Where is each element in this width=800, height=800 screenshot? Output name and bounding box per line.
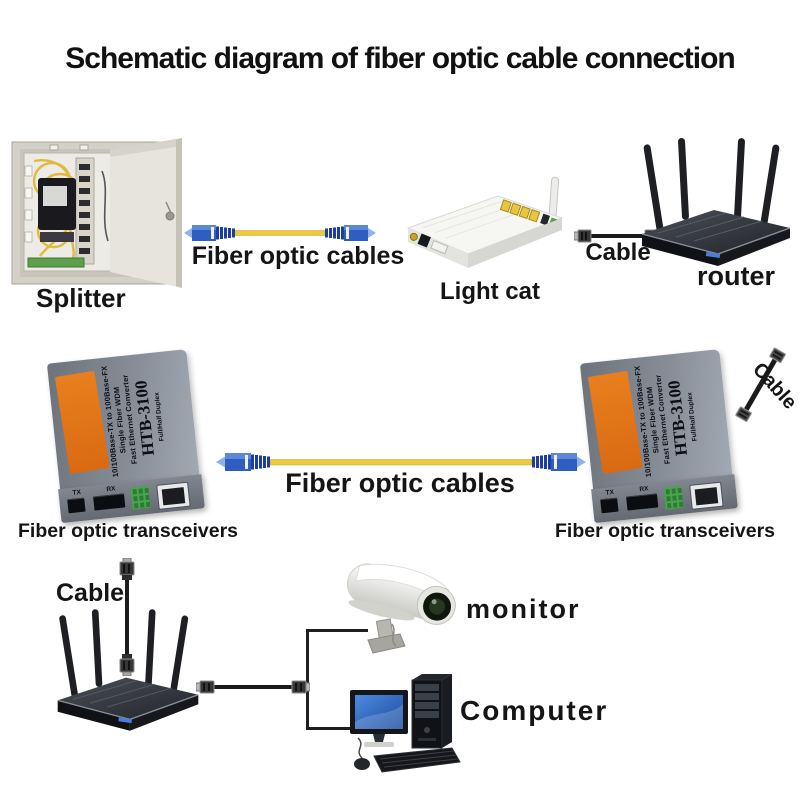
computer-label: Computer bbox=[460, 695, 609, 726]
fiber-port-rx bbox=[626, 493, 659, 511]
rj45-connector-icon bbox=[119, 654, 135, 676]
monitor-label: monitor bbox=[466, 594, 581, 624]
pc-keyboard bbox=[373, 747, 461, 773]
splitter-door bbox=[110, 138, 182, 288]
camera-bracket bbox=[367, 618, 406, 654]
antenna-icon bbox=[59, 609, 189, 699]
led-panel bbox=[663, 485, 684, 510]
fiber-transceiver-right-image: 10/100Base-TX to 100Base-FX Single Fiber… bbox=[579, 349, 738, 525]
led-panel bbox=[130, 485, 151, 510]
connection-line-vertical bbox=[306, 629, 309, 730]
cable-bottom-label: Cable bbox=[56, 579, 125, 607]
sc-connector-icon bbox=[325, 225, 376, 241]
splitter-module bbox=[38, 178, 76, 242]
fiber-transceiver-left-image: 10/100Base-TX to 100Base-FX Single Fiber… bbox=[46, 349, 205, 525]
rj45-connector-icon bbox=[574, 229, 592, 243]
tx-label: TX bbox=[72, 488, 82, 497]
camera-image bbox=[346, 563, 456, 654]
router-led bbox=[705, 252, 721, 258]
transceivers-right-label: Fiber optic transceivers bbox=[555, 520, 776, 542]
fiber-cable-top-image bbox=[184, 225, 376, 241]
connection-line-to-computer bbox=[306, 727, 364, 730]
router-bottom-image bbox=[57, 609, 199, 731]
fiber-port-rx bbox=[93, 493, 126, 511]
connector-icon bbox=[769, 347, 786, 364]
connector-icon bbox=[735, 406, 752, 422]
splitter-image bbox=[11, 138, 182, 288]
sc-connector-icon bbox=[184, 225, 235, 241]
computer-image bbox=[350, 674, 461, 773]
transceivers-left-label: Fiber optic transceivers bbox=[18, 520, 239, 542]
cable-diagonal-image bbox=[735, 347, 786, 422]
ethernet-cable-vertical-image bbox=[119, 558, 135, 676]
connection-line-to-monitor bbox=[306, 629, 368, 632]
router-led bbox=[118, 717, 132, 724]
sc-connector-icon bbox=[216, 453, 270, 471]
transceiver-text: 10/100Base-TX to 100Base-FX Single Fiber… bbox=[632, 356, 702, 481]
cable-top-label: Cable bbox=[585, 239, 651, 266]
sc-connector-icon bbox=[532, 453, 586, 471]
antenna-icon bbox=[643, 138, 780, 232]
fiber-port-tx bbox=[600, 497, 619, 514]
splitter-label: Splitter bbox=[36, 283, 126, 313]
rj45-connector-icon bbox=[291, 680, 310, 694]
router-image bbox=[641, 138, 791, 266]
ethernet-port bbox=[689, 481, 724, 510]
rj45-connector-icon bbox=[119, 558, 135, 580]
fiber-port-tx bbox=[67, 497, 86, 514]
fiber-cable-middle-label: Fiber optic cables bbox=[285, 468, 515, 498]
ethernet-cable-horizontal-image bbox=[196, 680, 310, 694]
tx-label: TX bbox=[605, 488, 615, 497]
transceiver-body: 10/100Base-TX to 100Base-FX Single Fiber… bbox=[46, 349, 200, 492]
pc-tower bbox=[411, 674, 452, 749]
fiber-cable-top-label: Fiber optic cables bbox=[191, 242, 405, 270]
transceiver-text: 10/100Base-TX to 100Base-FX Single Fiber… bbox=[99, 356, 169, 481]
terminal-strip bbox=[27, 257, 85, 268]
fiber-cable-middle-image bbox=[216, 453, 586, 471]
rx-label: RX bbox=[639, 485, 649, 494]
transceiver-body: 10/100Base-TX to 100Base-FX Single Fiber… bbox=[579, 349, 733, 492]
pc-monitor bbox=[350, 690, 408, 747]
light-cat-image bbox=[406, 176, 564, 268]
pc-mouse bbox=[354, 737, 370, 770]
diagram-title: Schematic diagram of fiber optic cable c… bbox=[65, 42, 736, 75]
router-label: router bbox=[697, 261, 776, 291]
ethernet-port bbox=[156, 481, 191, 510]
light-cat-label: Light cat bbox=[440, 278, 540, 305]
rj45-connector-icon bbox=[196, 680, 215, 694]
rx-label: RX bbox=[106, 485, 116, 494]
